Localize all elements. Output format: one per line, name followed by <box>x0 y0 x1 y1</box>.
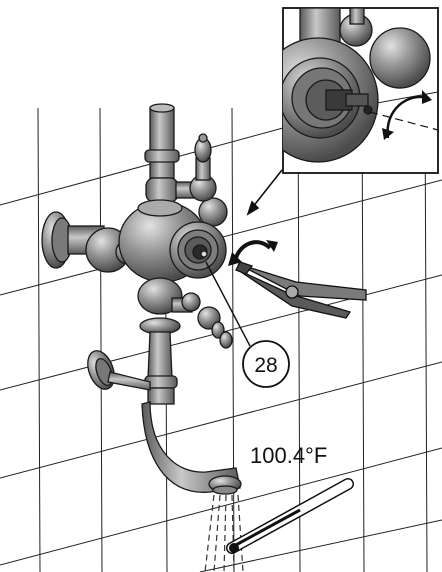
shower-mixer-icon <box>41 103 242 495</box>
temperature-label: 100.4°F <box>250 443 327 468</box>
callout-number: 28 <box>254 354 277 377</box>
thermometer-icon <box>226 478 354 554</box>
pliers-icon <box>235 261 367 319</box>
leader-arrow <box>246 169 283 216</box>
rotation-arrow-icon <box>228 240 278 266</box>
callout-28: 28 <box>205 261 290 388</box>
detail-inset <box>282 7 439 174</box>
water-stream <box>204 494 244 572</box>
inset-rotation-arrow-icon <box>382 90 432 140</box>
